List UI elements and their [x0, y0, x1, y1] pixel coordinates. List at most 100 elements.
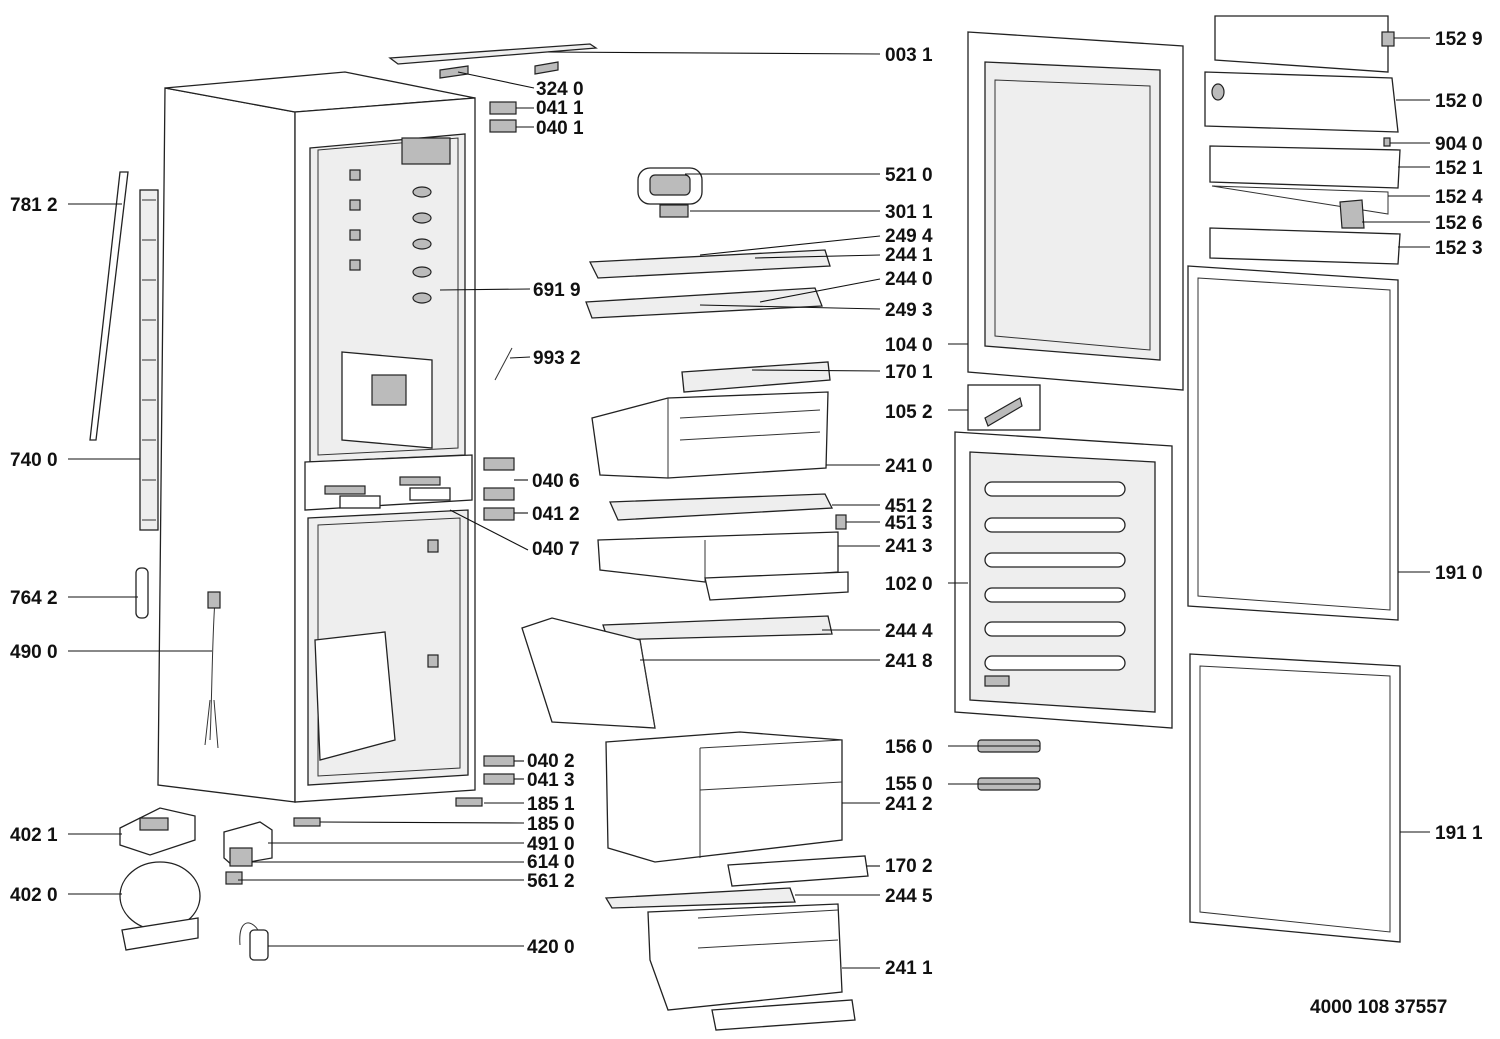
- crisper-cover: [681, 361, 831, 393]
- part-number-label: 241 2: [885, 794, 933, 815]
- leader-line: [751, 369, 881, 372]
- hinge-bottom-pin: [483, 773, 515, 785]
- door-shelf-screw: [1383, 137, 1391, 147]
- part-number-label: 104 0: [885, 335, 933, 356]
- document-number: 4000 108 37557: [1310, 997, 1447, 1018]
- freezer-drawer-middle: [521, 617, 656, 729]
- hinge-middle-part: [483, 457, 515, 471]
- part-number-label: 491 0: [527, 834, 575, 855]
- leader-line: [699, 304, 881, 310]
- part-number-label: 105 2: [885, 402, 933, 423]
- part-number-label: 691 9: [533, 280, 581, 301]
- compressor: [119, 861, 201, 951]
- part-number-label: 191 0: [1435, 563, 1483, 584]
- freezer-glass-shelf: [602, 615, 833, 641]
- cabinet-foot-part: [293, 817, 321, 827]
- part-number-label: 241 8: [885, 651, 933, 672]
- crisper-drawer: [591, 391, 829, 479]
- freezer-drawer-bottom: [647, 903, 856, 1031]
- part-number-label: 451 3: [885, 513, 933, 534]
- freezer-door-gasket: [1189, 653, 1401, 943]
- part-number-label: 185 0: [527, 814, 575, 835]
- part-number-label: 561 2: [527, 871, 575, 892]
- hinge-cover-part-2: [534, 61, 559, 75]
- part-number-label: 040 1: [536, 118, 584, 139]
- part-number-label: 521 0: [885, 165, 933, 186]
- shelf-clip: [835, 514, 847, 530]
- part-number-label: 249 3: [885, 300, 933, 321]
- part-number-label: 170 2: [885, 856, 933, 877]
- hinge-middle-bracket: [483, 507, 515, 521]
- fridge-door-liner: [967, 31, 1184, 391]
- cabinet-body: [89, 71, 476, 803]
- freezer-drawer-large: [605, 731, 869, 887]
- part-number-label: 324 0: [536, 79, 584, 100]
- leader-line: [699, 235, 881, 256]
- part-number-label: 191 1: [1435, 823, 1483, 844]
- part-number-label: 451 2: [885, 496, 933, 517]
- part-number-label: 420 0: [527, 937, 575, 958]
- hinge-bottom-part: [483, 755, 515, 767]
- compressor-relay-box: [119, 807, 196, 856]
- butter-compartment: [1214, 15, 1395, 73]
- part-number-label: 102 0: [885, 574, 933, 595]
- part-number-label: 244 0: [885, 269, 933, 290]
- leader-line: [754, 254, 881, 259]
- part-number-label: 152 9: [1435, 29, 1483, 50]
- hinge-pin-part: [489, 119, 517, 133]
- part-number-label: 152 3: [1435, 238, 1483, 259]
- part-number-label: 152 1: [1435, 158, 1483, 179]
- capacitor: [239, 922, 269, 961]
- part-number-label: 152 6: [1435, 213, 1483, 234]
- bottle-bar: [1211, 185, 1389, 215]
- part-number-label: 740 0: [10, 450, 58, 471]
- fridge-door-gasket: [1187, 265, 1399, 621]
- part-number-label: 993 2: [533, 348, 581, 369]
- part-number-label: 241 1: [885, 958, 933, 979]
- door-hinge-part: [984, 397, 1023, 427]
- freezer-glass-lower: [604, 887, 796, 909]
- part-number-label: 041 1: [536, 98, 584, 119]
- leader-line: [547, 51, 881, 55]
- part-number-label: 040 6: [532, 471, 580, 492]
- cabinet-foot-part-2: [455, 797, 483, 807]
- part-number-label: 614 0: [527, 852, 575, 873]
- control-box: [223, 821, 273, 885]
- freezer-door-liner: [954, 431, 1173, 729]
- part-number-label: 170 1: [885, 362, 933, 383]
- glass-shelf-middle: [585, 287, 823, 319]
- leader-line: [509, 356, 531, 359]
- drawer-shelf: [609, 493, 834, 521]
- hinge-middle-pin: [483, 487, 515, 501]
- hinge-cover-part: [439, 65, 469, 79]
- part-number-label: 156 0: [885, 737, 933, 758]
- part-number-label: 155 0: [885, 774, 933, 795]
- part-number-label: 152 4: [1435, 187, 1483, 208]
- part-number-label: 241 0: [885, 456, 933, 477]
- part-number-label: 244 5: [885, 886, 933, 907]
- top-cover-part: [388, 43, 598, 65]
- bottle-retainer: [494, 347, 513, 381]
- part-number-label: 764 2: [10, 588, 58, 609]
- door-shelf-lower: [1209, 227, 1401, 265]
- leader-line: [457, 71, 535, 89]
- part-number-label: 003 1: [885, 45, 933, 66]
- part-number-label: 152 0: [1435, 91, 1483, 112]
- part-number-label: 249 4: [885, 226, 933, 247]
- leader-line: [439, 288, 531, 291]
- bottle-divider: [1339, 199, 1365, 229]
- leader-lines: [68, 37, 1430, 969]
- part-number-label: 041 2: [532, 504, 580, 525]
- part-number-label: 244 1: [885, 245, 933, 266]
- glass-shelf-upper: [588, 249, 831, 279]
- leader-line: [319, 821, 525, 824]
- hinge-top-part: [489, 101, 517, 115]
- thermostat-housing: [637, 167, 703, 218]
- part-number-label: 301 1: [885, 202, 933, 223]
- part-number-label: 781 2: [10, 195, 58, 216]
- leader-line: [449, 509, 529, 551]
- freezer-drawer-upper: [597, 531, 849, 601]
- leader-line: [759, 278, 881, 303]
